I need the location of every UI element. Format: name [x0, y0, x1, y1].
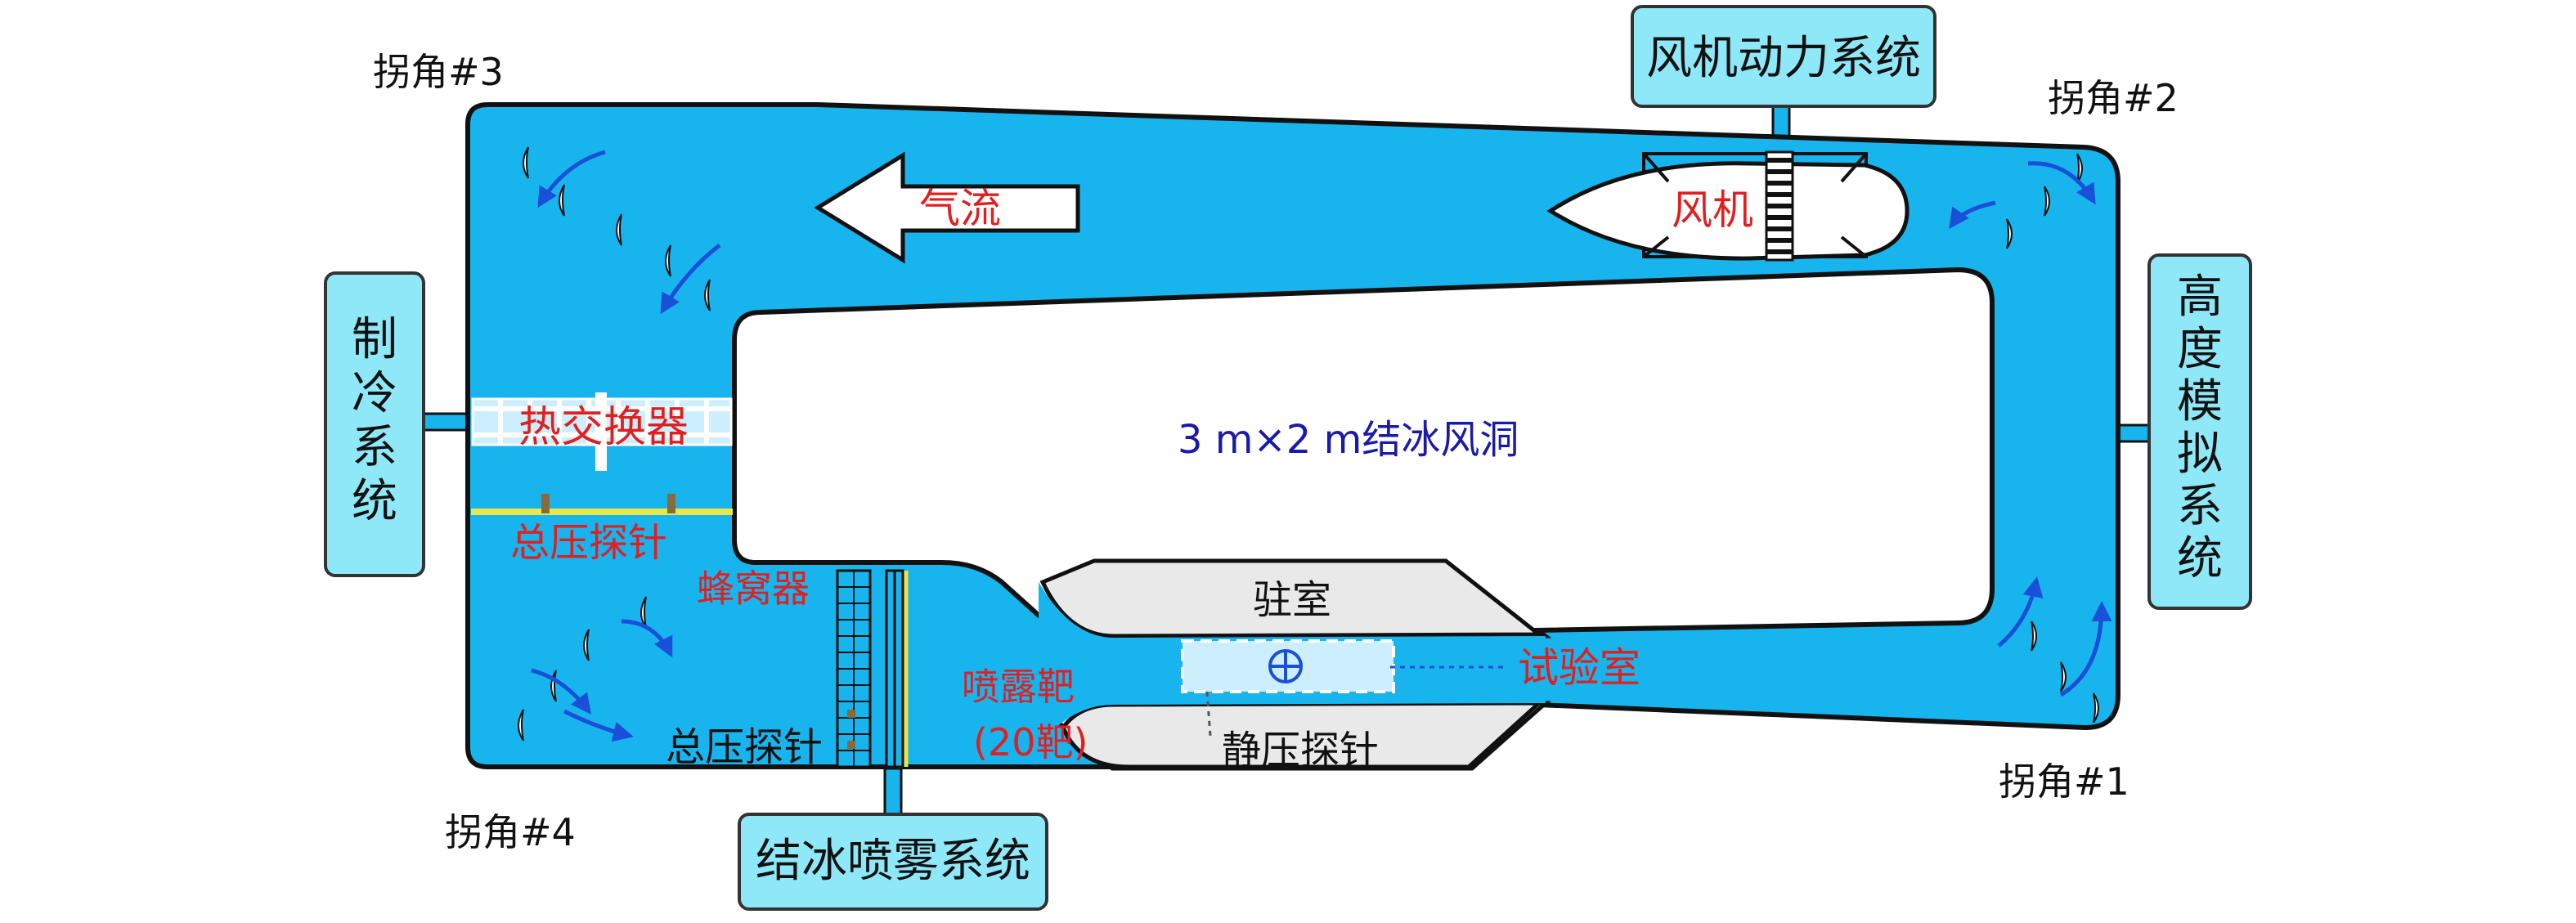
flow-arrows	[531, 150, 2112, 742]
total-probe-lower-label: 总压探针	[666, 724, 823, 770]
refrigeration-label: 制 冷 系 统	[352, 313, 397, 528]
spray-grid	[847, 569, 909, 768]
icing-spray-box	[738, 813, 1048, 911]
test-section-label: 试验室	[1518, 644, 1640, 692]
airflow-label: 气流	[919, 185, 1001, 232]
fan-struts	[1642, 152, 1868, 258]
spray-target-label-1: 喷露靶	[962, 665, 1075, 709]
test-section-box	[1181, 639, 1505, 737]
fan-label: 风机	[1672, 186, 1753, 234]
plenum-lower-fill	[1061, 701, 1545, 769]
total-probe-upper-label: 总压探针	[510, 520, 667, 566]
svg-text:系: 系	[352, 421, 397, 474]
heat-exchanger	[471, 392, 733, 471]
svg-text:统: 统	[2177, 532, 2223, 585]
corner-1-label: 拐角#1	[1999, 759, 2129, 804]
svg-text:度: 度	[2177, 323, 2223, 376]
fan-power-label: 风机动力系统	[1646, 32, 1921, 85]
altitude-label: 高 度 模 拟 系 统	[2177, 271, 2223, 585]
static-probe-label: 静压探针	[1222, 728, 1379, 773]
spray-target-label-2: (20靶)	[973, 720, 1088, 764]
tunnel-name: 3 m×2 m结冰风洞	[1178, 417, 1519, 463]
refrigeration-connector	[420, 412, 469, 432]
svg-text:模: 模	[2177, 375, 2223, 428]
svg-text:拟: 拟	[2177, 428, 2223, 481]
corner-4-label: 拐角#4	[445, 810, 576, 854]
honeycomb	[836, 569, 872, 768]
plenum-upper-fill	[1039, 558, 1546, 638]
corner-3-label: 拐角#3	[373, 50, 504, 94]
heat-exchanger-label: 热交换器	[518, 403, 689, 452]
icing-spray-label: 结冰喷雾系统	[756, 835, 1030, 888]
svg-text:系: 系	[2177, 480, 2223, 533]
svg-text:制: 制	[352, 313, 397, 366]
plenum-label: 驻室	[1253, 577, 1331, 623]
turning-vanes	[518, 146, 2099, 742]
svg-text:高: 高	[2177, 271, 2223, 324]
total-probe-rake-upper	[471, 494, 733, 515]
fan-rotor-blades	[1766, 158, 1793, 254]
corner-2-label: 拐角#2	[2048, 76, 2179, 120]
fan-power-box	[1631, 5, 1936, 108]
spray-connector	[883, 767, 903, 816]
airflow-arrow	[814, 151, 1080, 264]
honeycomb-label: 蜂窝器	[697, 567, 810, 611]
refrigeration-box	[324, 271, 425, 577]
svg-text:冷: 冷	[352, 367, 397, 420]
svg-text:统: 统	[352, 475, 397, 528]
altitude-box	[2147, 253, 2252, 610]
